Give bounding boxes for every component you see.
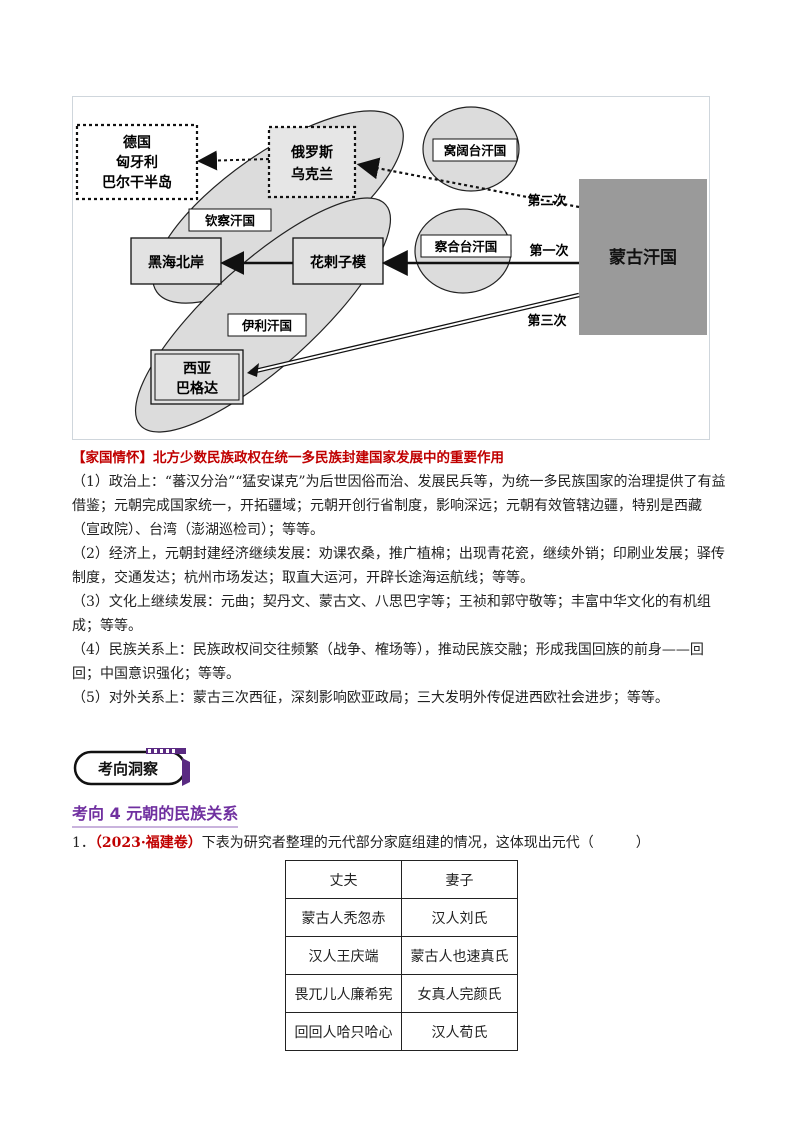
khwarazm-box xyxy=(292,237,384,285)
russia-to-germany-arrow xyxy=(197,150,270,171)
germany-label: 德国 xyxy=(123,134,151,151)
table-row: 回回人哈只哈心 汉人荀氏 xyxy=(285,1012,518,1051)
jiaguo-section: 【家国情怀】北方少数民族政权在统一多民族封建国家发展中的重要作用 （1）政治上：… xyxy=(72,446,728,710)
header-husband: 丈夫 xyxy=(285,860,402,899)
second-campaign-arrow xyxy=(356,157,580,209)
ilkhanate-box xyxy=(227,313,307,337)
kaoxiang-badge: 考向洞察 xyxy=(72,748,192,788)
mongol-westward-expansion-map: 蒙古汗国 德国 匈牙利 巴尔干半岛 俄罗斯 乌克兰 窝阔台汗国 钦察汗国 黑海北… xyxy=(72,96,710,440)
husband-cell: 汉人王庆端 xyxy=(285,936,402,975)
west-asia-box-inner xyxy=(154,353,240,401)
question-text: 下表为研究者整理的元代部分家庭组建的情况，这体现出元代（ ） xyxy=(201,835,650,851)
header-wife: 妻子 xyxy=(401,860,518,899)
husband-cell: 畏兀儿人廉希宪 xyxy=(285,974,402,1013)
ogedei-box xyxy=(432,138,518,162)
wife-cell: 汉人荀氏 xyxy=(401,1012,518,1051)
third-campaign-arrow xyxy=(250,294,580,373)
ogedei-label: 窝阔台汗国 xyxy=(444,143,507,158)
table-row: 蒙古人秃忽赤 汉人刘氏 xyxy=(285,898,518,937)
russia-box xyxy=(267,125,357,199)
kaoxiang-4-heading: 考向 4 元朝的民族关系 xyxy=(72,800,239,828)
kipchak-label: 钦察汗国 xyxy=(205,213,255,228)
jiaguo-item-foreign: （5）对外关系上：蒙古三次西征，深刻影响欧亚政局；三大发明外传促进西欧社会进步；… xyxy=(72,690,669,706)
jiaguo-heading: 【家国情怀】北方少数民族政权在统一多民族封建国家发展中的重要作用 xyxy=(72,450,504,466)
question-1: 1．（2023·福建卷）下表为研究者整理的元代部分家庭组建的情况，这体现出元代（… xyxy=(72,832,650,852)
husband-cell: 蒙古人秃忽赤 xyxy=(285,898,402,937)
west-asia-box-outer xyxy=(150,349,244,405)
question-source: （2023·福建卷） xyxy=(94,835,202,851)
kaoxiang-badge-label: 考向洞察 xyxy=(98,760,159,778)
jiaguo-item-economy: （2）经济上，元朝封建经济继续发展：劝课农桑，推广植棉；出现青花瓷，继续外销；印… xyxy=(72,546,725,562)
jiaguo-item-ethnic: （4）民族关系上：民族政权间交往频繁（战争、榷场等），推动民族交融；形成我国回族… xyxy=(72,642,704,682)
third-campaign-arrowhead xyxy=(247,363,259,377)
jiaguo-item-politics: （1）政治上：“蕃汉分治”“猛安谋克”为后世因俗而治、发展民兵等，为统一多民族国… xyxy=(72,474,726,538)
black-sea-label: 黑海北岸 xyxy=(148,254,204,271)
table-row: 畏兀儿人廉希宪 女真人完颜氏 xyxy=(285,974,518,1013)
question-number: 1． xyxy=(72,835,95,851)
hungary-label: 匈牙利 xyxy=(116,154,158,171)
wife-cell: 汉人刘氏 xyxy=(401,898,518,937)
black-sea-box xyxy=(130,237,222,285)
ilkhanate-label: 伊利汗国 xyxy=(241,318,292,333)
chagatai-label: 察合台汗国 xyxy=(435,239,498,254)
khwarazm-label: 花剌子模 xyxy=(310,254,367,271)
ukraine-label: 乌克兰 xyxy=(291,166,333,183)
baghdad-label: 巴格达 xyxy=(176,380,218,397)
second-campaign-label: 第二次 xyxy=(527,193,566,209)
jiaguo-item-culture: （3）文化上继续发展：元曲；契丹文、蒙古文、八思巴字等；王祯和郭守敬等；丰富中华… xyxy=(72,594,711,634)
mongol-khanate-box xyxy=(579,179,707,335)
first-campaign-label: 第一次 xyxy=(529,243,568,259)
third-campaign-label: 第三次 xyxy=(527,313,566,329)
husband-cell: 回回人哈只哈心 xyxy=(285,1012,402,1051)
russia-label: 俄罗斯 xyxy=(290,144,333,161)
germany-box xyxy=(75,123,199,201)
table-row: 汉人王庆端 蒙古人也速真氏 xyxy=(285,936,518,975)
wife-cell: 蒙古人也速真氏 xyxy=(401,936,518,975)
mongol-khanate-label: 蒙古汗国 xyxy=(609,247,677,268)
kipchak-box xyxy=(188,208,272,232)
west-asia-label: 西亚 xyxy=(183,361,211,377)
table-header-row: 丈夫 妻子 xyxy=(285,860,518,899)
chagatai-box xyxy=(420,234,512,258)
marriage-table: 丈夫 妻子 蒙古人秃忽赤 汉人刘氏 汉人王庆端 蒙古人也速真氏 畏兀儿人廉希宪 … xyxy=(285,860,518,1051)
balkan-label: 巴尔干半岛 xyxy=(102,174,172,191)
jiaguo-item-economy-cont: 制度，交通发达；杭州市场发达；取直大运河，开辟长途海运航线；等等。 xyxy=(72,570,534,586)
map-svg: 蒙古汗国 德国 匈牙利 巴尔干半岛 俄罗斯 乌克兰 窝阔台汗国 钦察汗国 黑海北… xyxy=(75,106,707,433)
wife-cell: 女真人完颜氏 xyxy=(401,974,518,1013)
